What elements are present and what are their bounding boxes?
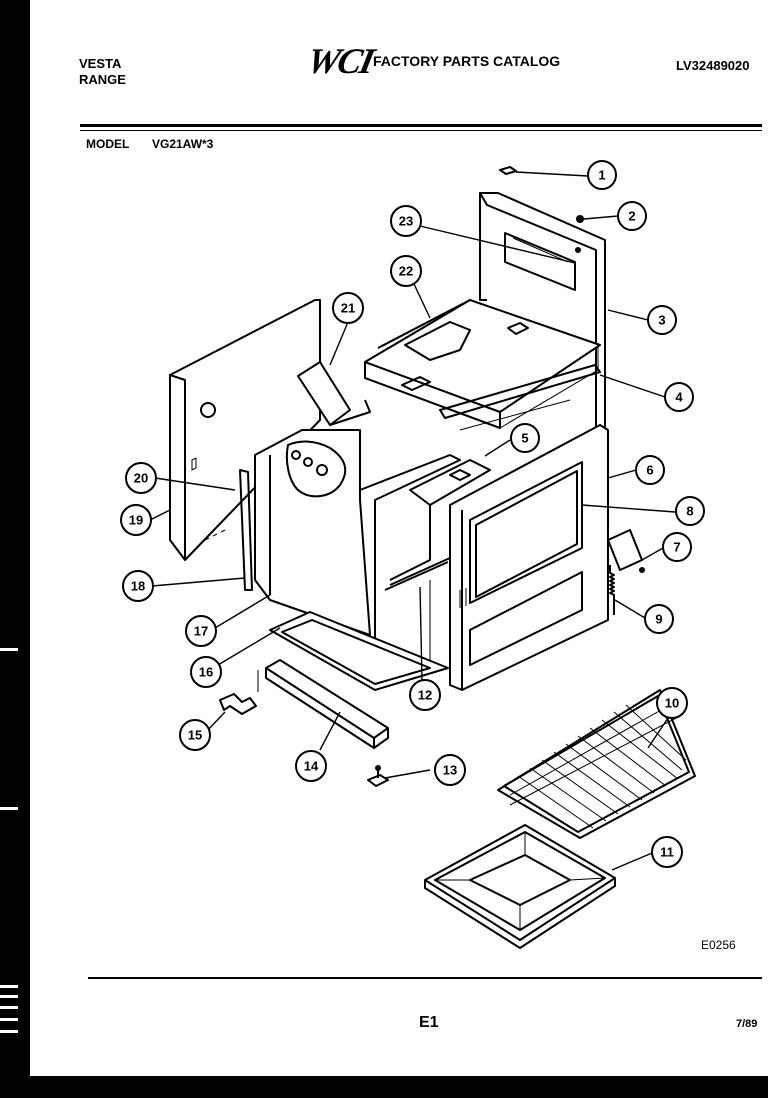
callout-18: 18 xyxy=(122,570,154,602)
header-rule xyxy=(80,124,762,127)
callout-9: 9 xyxy=(644,604,674,634)
brand-block: VESTA RANGE xyxy=(79,56,126,88)
part-oven-vent xyxy=(297,361,371,426)
catalog-title: FACTORY PARTS CATALOG xyxy=(373,53,561,69)
callout-13: 13 xyxy=(434,754,466,786)
svg-text:21: 21 xyxy=(341,301,355,316)
svg-text:6: 6 xyxy=(646,463,653,478)
callout-2: 2 xyxy=(617,201,647,231)
callout-5: 5 xyxy=(510,423,540,453)
svg-text:15: 15 xyxy=(188,728,202,743)
part-clip xyxy=(499,166,517,175)
svg-text:3: 3 xyxy=(658,313,665,328)
part-hinge-spring xyxy=(609,565,615,615)
catalog-number: LV32489020 xyxy=(676,58,750,73)
svg-text:11: 11 xyxy=(660,845,674,860)
diagram-code: E0256 xyxy=(701,938,736,952)
svg-text:23: 23 xyxy=(399,214,413,229)
exploded-parts-diagram: 1 2 3 4 5 6 8 7 9 10 11 12 13 14 15 16 1… xyxy=(120,160,705,949)
svg-text:8: 8 xyxy=(686,504,693,519)
callout-11: 11 xyxy=(651,836,683,868)
part-top-rail xyxy=(439,364,601,431)
svg-text:22: 22 xyxy=(399,264,413,279)
page-number: E1 xyxy=(419,1014,439,1031)
header-rule-thin xyxy=(80,130,762,131)
model-number: VG21AW*3 xyxy=(152,137,214,151)
callout-15: 15 xyxy=(179,719,211,751)
svg-text:14: 14 xyxy=(304,759,319,774)
part-side-panel xyxy=(169,299,321,561)
callout-21: 21 xyxy=(332,292,364,324)
part-screw xyxy=(576,215,584,223)
callout-10: 10 xyxy=(656,687,688,719)
part-door-hinge xyxy=(607,529,645,573)
part-broiler-pan xyxy=(424,824,616,949)
svg-text:19: 19 xyxy=(129,513,143,528)
svg-text:10: 10 xyxy=(665,696,679,711)
callout-23: 23 xyxy=(390,205,422,237)
parts-catalog-sheet: VESTA RANGE WCI FACTORY PARTS CATALOG LV… xyxy=(30,0,768,1076)
svg-text:9: 9 xyxy=(655,612,662,627)
part-side-trim xyxy=(239,469,253,591)
svg-text:17: 17 xyxy=(194,624,208,639)
callout-20: 20 xyxy=(125,462,157,494)
svg-text:1: 1 xyxy=(598,168,605,183)
brand-name: VESTA xyxy=(79,56,122,71)
product-type: RANGE xyxy=(79,72,126,87)
part-rack-guide xyxy=(384,557,451,660)
callout-6: 6 xyxy=(635,455,665,485)
callout-1: 1 xyxy=(587,160,617,190)
callout-3: 3 xyxy=(647,305,677,335)
callout-12: 12 xyxy=(409,679,441,711)
svg-text:7: 7 xyxy=(673,540,680,555)
model-label: MODEL xyxy=(86,137,130,151)
callout-17: 17 xyxy=(185,615,217,647)
callout-4: 4 xyxy=(664,382,694,412)
svg-text:20: 20 xyxy=(134,471,148,486)
part-top-panel xyxy=(364,299,601,429)
part-bracket xyxy=(219,693,257,715)
part-oven-liner xyxy=(254,429,461,640)
svg-text:18: 18 xyxy=(131,579,145,594)
part-oven-bottom xyxy=(269,611,449,691)
part-leveler xyxy=(367,765,389,787)
svg-text:16: 16 xyxy=(199,665,213,680)
svg-text:4: 4 xyxy=(675,390,683,405)
callout-8: 8 xyxy=(675,496,705,526)
svg-text:5: 5 xyxy=(521,431,528,446)
catalog-date: 7/89 xyxy=(736,1018,758,1030)
part-oven-rack xyxy=(497,689,696,839)
callout-16: 16 xyxy=(190,656,222,688)
callout-22: 22 xyxy=(390,255,422,287)
part-door-frame xyxy=(449,424,609,691)
leader-lines xyxy=(149,171,676,871)
footer-rule xyxy=(88,977,762,979)
svg-text:12: 12 xyxy=(418,688,432,703)
svg-text:2: 2 xyxy=(628,209,635,224)
part-burner-box xyxy=(389,459,491,581)
callout-19: 19 xyxy=(120,504,152,536)
svg-text:13: 13 xyxy=(443,763,457,778)
callout-7: 7 xyxy=(662,532,692,562)
callout-14: 14 xyxy=(295,750,327,782)
